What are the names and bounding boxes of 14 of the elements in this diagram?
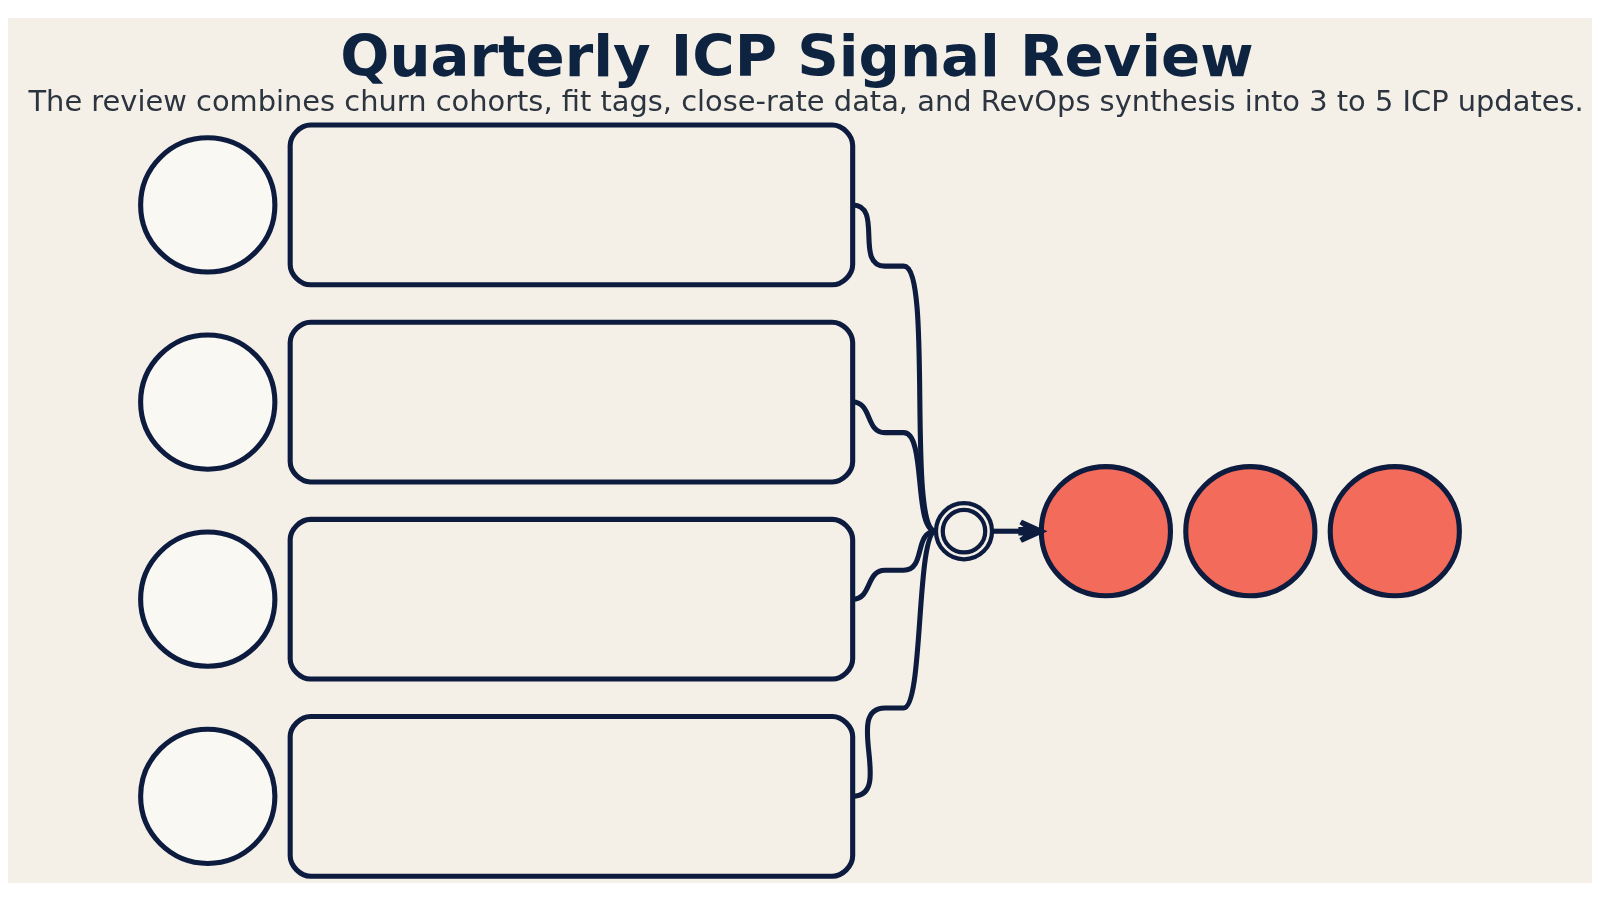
connector bbox=[852, 201, 938, 533]
node-circle bbox=[1183, 463, 1318, 598]
node-circle bbox=[138, 529, 278, 669]
connector bbox=[852, 528, 938, 799]
node-circle bbox=[1327, 463, 1462, 598]
node-circle bbox=[933, 500, 995, 561]
node-box bbox=[287, 122, 856, 287]
node-circle bbox=[138, 331, 278, 472]
node-circle bbox=[138, 726, 278, 866]
node-box bbox=[287, 319, 856, 484]
node-circle bbox=[1038, 463, 1173, 598]
node-circle bbox=[138, 134, 278, 275]
node-box bbox=[287, 713, 856, 879]
node-box bbox=[287, 516, 856, 682]
